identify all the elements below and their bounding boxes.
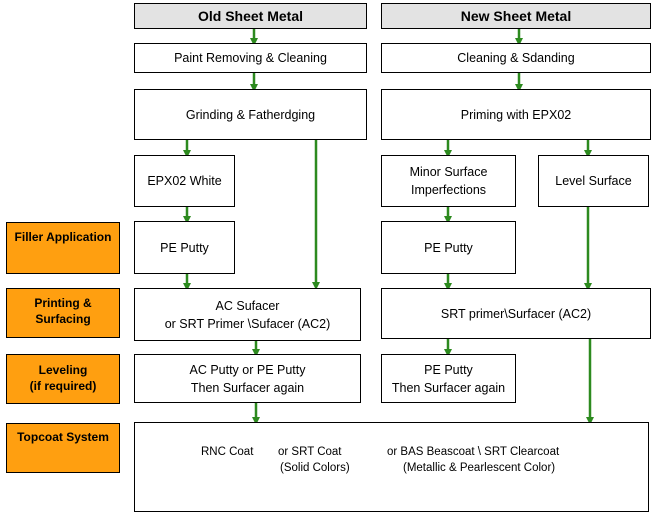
old-header-label: Old Sheet Metal [197, 8, 304, 24]
topcoat-bas-line1: or BAS Beascoat \ SRT Clearcoat [387, 446, 560, 458]
new-srt-primer-box: SRT primer\Surfacer (AC2) [381, 288, 651, 339]
new-leveling-line2: Then Surfacer again [391, 380, 506, 395]
new-priming-label: Priming with EPX02 [460, 107, 572, 122]
stage-filler-label: Filler Application [14, 230, 112, 244]
stage-priming-line2: Surfacing [35, 312, 91, 326]
old-epx-white-box: EPX02 White [134, 155, 235, 207]
new-sheet-metal-header: New Sheet Metal [381, 3, 651, 29]
topcoat-srt-coat: or SRT Coat (Solid Colors) [278, 444, 350, 476]
new-leveling-line1: PE Putty [424, 362, 473, 377]
new-priming-box: Priming with EPX02 [381, 89, 651, 140]
topcoat-bas-coat: or BAS Beascoat \ SRT Clearcoat (Metalli… [387, 444, 559, 476]
old-ac-surfacer-line1: AC Sufacer [215, 298, 280, 313]
new-minor-line1: Minor Surface [409, 165, 488, 179]
stage-filler-application: Filler Application [6, 222, 120, 274]
topcoat-box [134, 422, 649, 512]
stage-leveling-line2: (if required) [29, 379, 97, 393]
old-paint-removing-label: Paint Removing & Cleaning [174, 51, 327, 65]
stage-leveling-line1: Leveling [38, 363, 88, 377]
old-grinding-box: Grinding & Fatherdging [134, 89, 367, 140]
old-epx-white-label: EPX02 White [147, 174, 222, 188]
new-level-surface-label: Level Surface [555, 174, 632, 188]
new-minor-imperfections-box: Minor Surface Imperfections [381, 155, 516, 207]
stage-printing-surfacing: Printing & Surfacing [6, 288, 120, 338]
old-leveling-line1: AC Putty or PE Putty [189, 362, 306, 377]
old-ac-surfacer-box: AC Sufacer or SRT Primer \Sufacer (AC2) [134, 288, 361, 341]
old-grinding-label: Grinding & Fatherdging [185, 107, 316, 122]
new-header-label: New Sheet Metal [460, 8, 572, 24]
topcoat-srt-line2: (Solid Colors) [280, 462, 350, 474]
old-leveling-box: AC Putty or PE Putty Then Surfacer again [134, 354, 361, 403]
topcoat-srt-line1: or SRT Coat [278, 446, 342, 458]
topcoat-rnc-coat: RNC Coat [201, 446, 254, 458]
old-pe-putty-label: PE Putty [160, 240, 209, 255]
topcoat-bas-line2: (Metallic & Pearlescent Color) [403, 462, 556, 474]
new-leveling-box: PE Putty Then Surfacer again [381, 354, 516, 403]
new-cleaning-label: Cleaning & Sdanding [457, 51, 575, 65]
old-leveling-line2: Then Surfacer again [190, 380, 305, 395]
new-pe-putty-box: PE Putty [381, 221, 516, 274]
new-cleaning-box: Cleaning & Sdanding [381, 43, 651, 73]
stage-leveling: Leveling (if required) [6, 354, 120, 404]
old-sheet-metal-header: Old Sheet Metal [134, 3, 367, 29]
old-paint-removing-box: Paint Removing & Cleaning [134, 43, 367, 73]
new-minor-line2: Imperfections [410, 183, 487, 197]
new-level-surface-box: Level Surface [538, 155, 649, 207]
stage-topcoat-label: Topcoat System [17, 430, 109, 444]
new-pe-putty-label: PE Putty [424, 240, 473, 255]
new-srt-primer-label: SRT primer\Surfacer (AC2) [440, 306, 592, 321]
old-ac-surfacer-line2: or SRT Primer \Sufacer (AC2) [164, 316, 331, 331]
stage-priming-line1: Printing & [34, 296, 92, 310]
old-pe-putty-box: PE Putty [134, 221, 235, 274]
stage-topcoat-system: Topcoat System [6, 423, 120, 473]
